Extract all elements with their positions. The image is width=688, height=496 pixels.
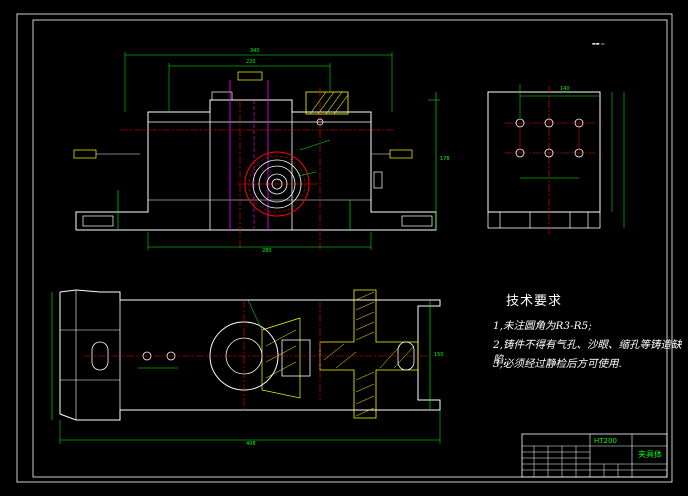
bearing-outer-circle: [244, 151, 310, 217]
dim-front-top: 340: [250, 48, 260, 54]
dim-plan-height: 150: [434, 352, 444, 358]
tech-requirement-2: 2,铸件不得有气孔、沙眼、缩孔等铸造缺陷;: [493, 339, 682, 366]
dim-side-top: 140: [560, 86, 570, 92]
front-section-hatch: [305, 91, 349, 115]
dim-front-height: 178: [440, 156, 450, 162]
tech-requirements-title: 技术要求: [506, 294, 563, 309]
title-block-material: HT200: [594, 437, 617, 445]
title-block: [521, 433, 668, 478]
inner-border: [32, 19, 668, 478]
tech-requirement-1: 1,未注圆角为R3-R5;: [493, 320, 592, 332]
front-view: 340 220 280 178: [73, 48, 450, 254]
side-view: ▬▬ ▭ 140: [487, 41, 625, 236]
dim-front-bottom: 280: [262, 248, 272, 254]
dim-front-inner: 220: [246, 59, 256, 65]
svg-text:▬▬ ▭: ▬▬ ▭: [592, 41, 605, 46]
plan-view: 408 150: [51, 289, 444, 447]
plan-section-hatch: [261, 289, 419, 419]
title-block-part-name: 夹具体: [638, 450, 662, 459]
outer-border: [16, 13, 673, 483]
tech-requirement-3: 3,必须经过静检后方可使用.: [493, 358, 622, 370]
dim-plan-bottom: 408: [246, 441, 256, 447]
